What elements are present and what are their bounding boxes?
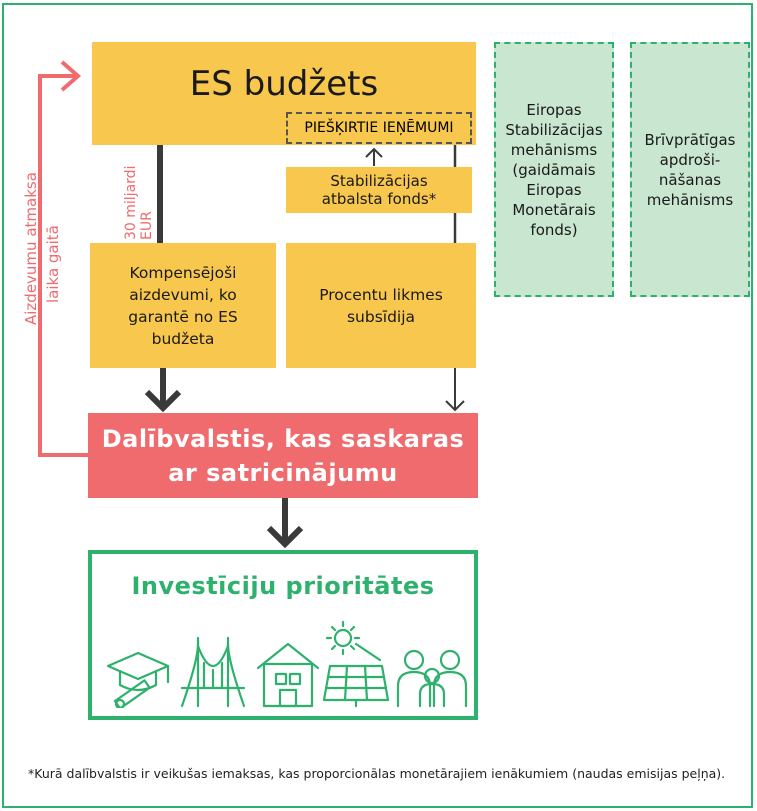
- investment-priorities-box: Investīciju prioritātes: [88, 550, 478, 720]
- member-states-line2: ar satricinājumu: [168, 458, 398, 487]
- loans-to-states-arrow-head: [144, 389, 182, 413]
- interest-line2: subsīdija: [346, 307, 416, 326]
- repayment-label: Aizdevumu atmaksa laika gaitā: [20, 172, 64, 325]
- insurance-line3: nāšanas: [658, 170, 722, 189]
- investment-title: Investīciju prioritātes: [131, 572, 435, 600]
- graduation-cap-icon: [106, 651, 170, 708]
- loans-line3: garantē no ES: [128, 307, 238, 326]
- fund-to-revenue-arrow-head: [365, 147, 383, 158]
- stabilization-fund-line1: Stabilizācijas: [330, 172, 428, 190]
- amount-line2: EUR: [139, 211, 155, 240]
- house-icon: [256, 642, 320, 708]
- stabilization-fund-box: Stabilizācijas atbalsta fonds*: [286, 167, 472, 213]
- investment-icons: [106, 620, 468, 708]
- loans-line1: Kompensējoši: [129, 263, 237, 282]
- esm-line2: Stabilizācijas: [505, 120, 603, 139]
- esm-line3: mehānisms: [510, 140, 598, 159]
- compensating-loans-box: Kompensējoši aizdevumi, ko garantē no ES…: [90, 243, 276, 368]
- bridge-icon: [180, 636, 246, 708]
- insurance-box: Brīvprātīgas apdroši- nāšanas mehānisms: [630, 42, 750, 297]
- repayment-loop-line: [38, 74, 88, 457]
- esm-box: Eiropas Stabilizācijas mehānisms (gaidām…: [494, 42, 614, 297]
- repayment-line2: laika gaitā: [44, 225, 62, 303]
- loans-line4: budžeta: [151, 329, 215, 348]
- allocated-revenue-box: PIEŠĶIRTIE IEŅĒMUMI: [286, 112, 472, 144]
- stabilization-fund-line2: atbalsta fonds*: [321, 190, 437, 208]
- esm-line7: fonds): [530, 220, 578, 239]
- insurance-line2: apdroši-: [659, 150, 721, 169]
- diagram-frame: [2, 3, 753, 808]
- member-states-box: Dalībvalstis, kas saskaras ar satricināj…: [88, 413, 478, 498]
- amount-line1: 30 miljardi: [123, 165, 139, 240]
- esm-line1: Eiropas: [526, 100, 582, 119]
- states-to-investment-arrow-head: [266, 525, 304, 549]
- solar-panel-icon: [322, 620, 390, 708]
- insurance-line1: Brīvprātīgas: [644, 130, 736, 149]
- footnote: *Kurā dalībvalstis ir veikušas iemaksas,…: [28, 766, 726, 781]
- esm-line5: Eiropas: [526, 180, 582, 199]
- eu-budget-title: ES budžets: [189, 64, 379, 104]
- esm-line6: Monetārais: [512, 200, 596, 219]
- family-icon: [396, 649, 468, 708]
- esm-line4: (gaidāmais: [512, 160, 596, 179]
- loans-line2: aizdevumi, ko: [129, 285, 237, 304]
- member-states-line1: Dalībvalstis, kas saskaras: [101, 424, 465, 453]
- interest-line1: Procentu likmes: [319, 285, 443, 304]
- repayment-arrow-head: [60, 60, 82, 92]
- interest-to-states-arrow-head: [445, 400, 465, 412]
- repayment-line1: Aizdevumu atmaksa: [22, 172, 40, 325]
- interest-subsidy-box: Procentu likmes subsīdija: [286, 243, 476, 368]
- amount-label: 30 miljardi EUR: [123, 166, 155, 240]
- allocated-revenue-label: PIEŠĶIRTIE IEŅĒMUMI: [304, 120, 454, 136]
- insurance-line4: mehānisms: [646, 190, 734, 209]
